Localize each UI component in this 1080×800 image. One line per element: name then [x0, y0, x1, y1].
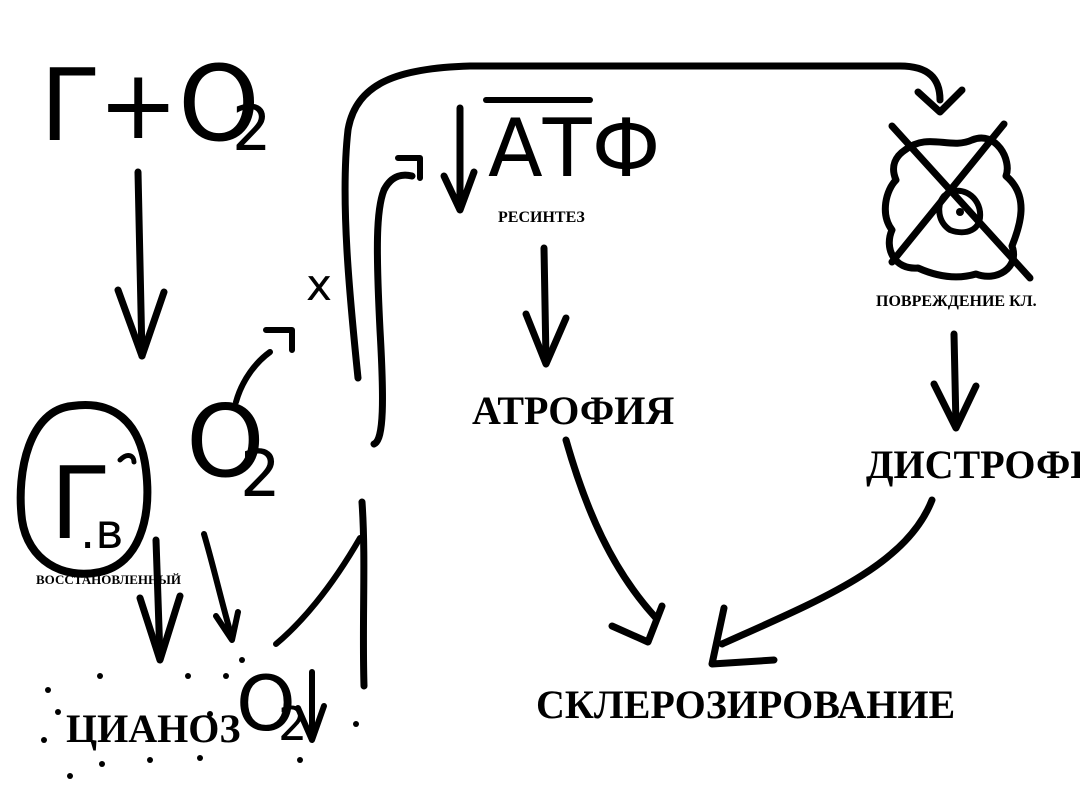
arrow-atp-to-atrophy [522, 244, 570, 368]
reduced-hb-accent [117, 453, 137, 465]
oxygen-low: O 2 [236, 659, 327, 751]
atp-text: АТФ [488, 102, 660, 195]
arrow-damage-to-dystrophy [930, 330, 980, 432]
oxygen-mid-o: O [186, 383, 265, 500]
atp-down-arrow-head [440, 168, 478, 214]
oxygen-low-o: O [236, 659, 296, 748]
cell-damage-label: ПОВРЕЖДЕНИЕ КЛ. [876, 293, 1037, 310]
arrow-reduced-to-cyanosis [136, 536, 184, 664]
arrow-oxygen-to-low [201, 531, 241, 643]
x-mark: x [306, 260, 332, 311]
reduced-hb-circle: Г .в ВОССТАНОВЛЕННЫЙ [16, 401, 181, 587]
arrow-dystrophy-to-sclerosis [708, 496, 936, 668]
reduced-hb-subscript: .в [80, 504, 124, 560]
oxygen-mid-subscript: 2 [240, 438, 281, 512]
connector-loop [273, 62, 966, 690]
damaged-cell-icon [881, 120, 1034, 282]
atp-negation [395, 155, 423, 181]
arrow-atrophy-to-sclerosis [562, 436, 666, 646]
arrow-formula-to-reduced [114, 168, 168, 360]
cyanosis-dots [41, 657, 359, 779]
dystrophy-label: ДИСТРОФИЯ [866, 442, 1080, 487]
oxygen-mid: O 2 [186, 383, 281, 512]
cyanosis-label: ЦИАНОЗ [66, 706, 240, 751]
reduced-hb-caption: ВОССТАНОВЛЕННЫЙ [36, 572, 181, 587]
formula-o: O [178, 43, 260, 165]
formula-plus: + [98, 49, 178, 161]
atp-caption: РЕСИНТЕЗ [498, 209, 585, 226]
atp-group: АТФ РЕСИНТЕЗ [395, 97, 660, 226]
formula-g-plus-o2: Г + O 2 [40, 43, 271, 165]
formula-o-subscript: 2 [232, 92, 271, 165]
sclerosis-label: СКЛЕРОЗИРОВАНИЕ [536, 682, 955, 727]
formula-g: Г [40, 47, 101, 164]
oxygen-negation-x: x [233, 260, 332, 405]
reduced-hb-letter: Г [50, 445, 111, 562]
atrophy-label: АТРОФИЯ [472, 388, 674, 433]
